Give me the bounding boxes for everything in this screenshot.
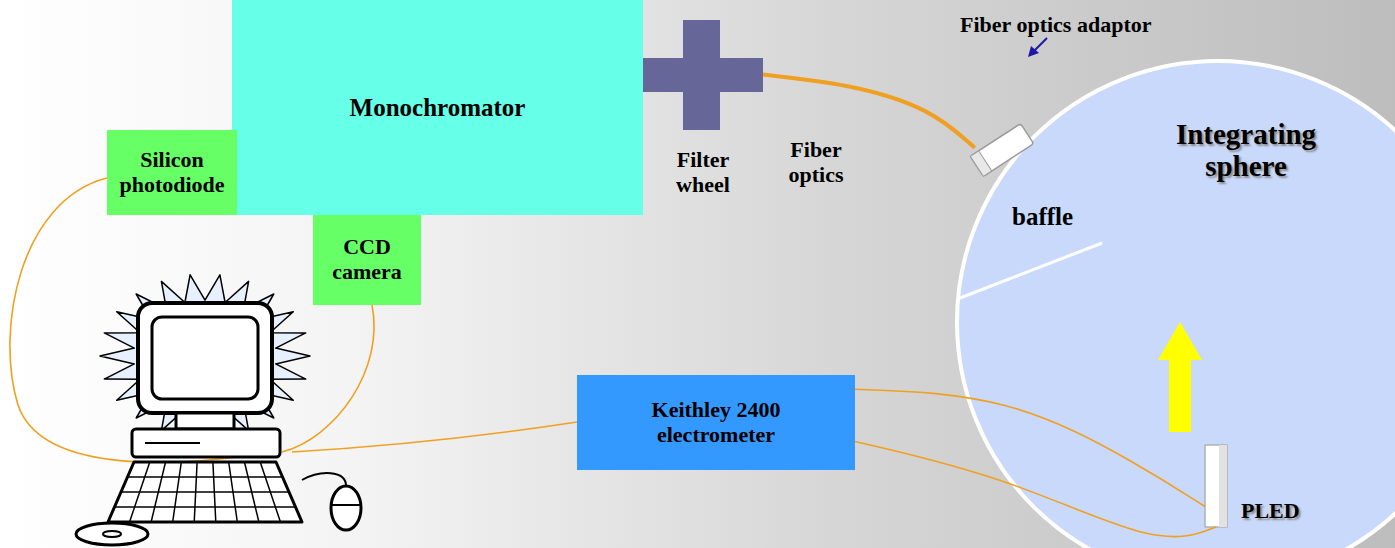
pled-device: PLED [1205,445,1227,527]
monochromator-box: Monochromator [232,0,643,215]
cable [763,75,975,148]
baffle-plate [960,243,1102,298]
text-holder: Filter wheel [659,148,747,197]
light-arrow [1158,322,1202,432]
pled-device-outline [1205,445,1227,527]
computer-wires [10,178,577,462]
leader-arrow [1028,38,1047,57]
camera-box: CCD camera [313,215,421,305]
node-label: Monochromator [288,94,588,122]
node-label: Integrating sphere [1146,118,1346,183]
node-label: Silicon photodiode [113,148,231,197]
photodiode-box: Silicon photodiode [107,130,237,215]
text-holder: Fiber optics adaptor [960,13,1151,38]
text-holder: PLED [1241,499,1300,524]
filter-wheel-outline [643,20,763,230]
node-label: Keithley 2400 electrometer [621,398,811,447]
node-label: Fiber optics adaptor [960,13,1151,38]
cable [855,442,1216,537]
node-label: CCD camera [319,235,415,284]
edge-label: Fiber optics [768,138,864,187]
label-holder: Fiber optics [768,138,864,187]
computer-clipart [76,275,361,545]
part-label: baffle [1012,203,1073,231]
electrometer-box: Keithley 2400 electrometer [577,375,855,470]
fiber-adaptor: Fiber optics adaptor [968,128,1036,172]
label-holder: baffle [1012,203,1073,231]
filter-wheel: Filter wheel [643,20,763,230]
node-label: Filter wheel [659,148,747,197]
text-holder: Integrating sphere [1146,118,1346,183]
cable [855,389,1205,506]
node-label: PLED [1241,499,1300,524]
fiber-adaptor-outline [968,128,1036,172]
